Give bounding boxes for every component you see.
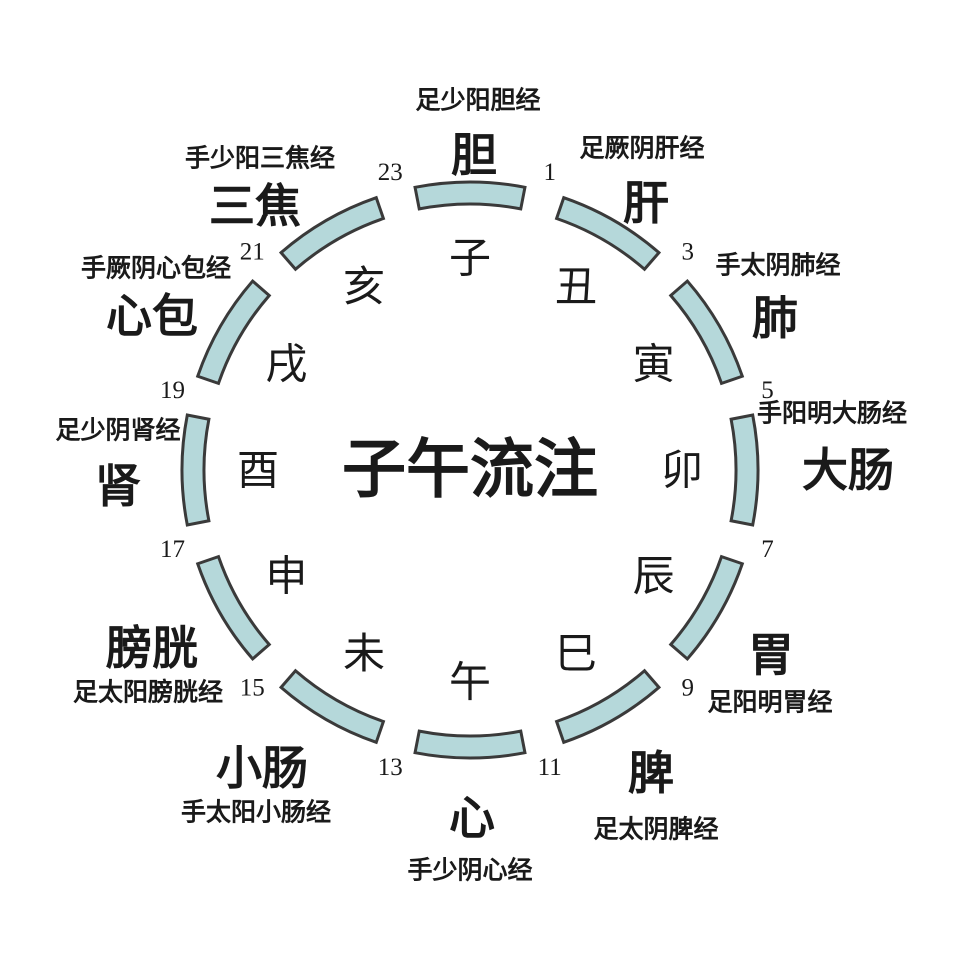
hour-number: 7 xyxy=(761,536,774,563)
organ-label: 胆 xyxy=(451,128,497,182)
earthly-branch-label: 申 xyxy=(265,552,307,601)
hour-number: 13 xyxy=(378,754,403,781)
time-arc xyxy=(413,180,527,211)
hour-number: 1 xyxy=(543,159,556,186)
earthly-branch-label: 寅 xyxy=(633,340,675,389)
time-arc xyxy=(278,195,386,272)
organ-label: 心包 xyxy=(106,289,198,343)
time-arc xyxy=(668,278,745,386)
clock-arcs xyxy=(180,180,760,760)
organ-label: 心 xyxy=(449,791,495,845)
meridian-label: 足少阳胆经 xyxy=(415,86,540,115)
time-arc xyxy=(413,729,527,760)
earthly-branch-label: 未 xyxy=(343,629,385,678)
organ-label: 膀胱 xyxy=(106,621,198,675)
organ-label: 肾 xyxy=(95,459,141,513)
hour-number: 9 xyxy=(682,674,695,701)
earthly-branch-label: 巳 xyxy=(555,629,597,678)
time-arc xyxy=(668,554,745,662)
organ-label: 脾 xyxy=(628,746,674,800)
meridian-label: 足少阴肾经 xyxy=(55,416,180,445)
hour-number: 19 xyxy=(160,377,185,404)
time-arc xyxy=(729,413,760,527)
hour-number: 15 xyxy=(240,674,265,701)
meridian-label: 手太阴肺经 xyxy=(715,251,840,280)
time-arc xyxy=(554,668,662,745)
organ-label: 胃 xyxy=(748,628,794,682)
earthly-branch-label: 亥 xyxy=(343,262,385,311)
center-title: 子午流注 xyxy=(342,433,598,508)
hour-number: 21 xyxy=(240,239,265,266)
organ-label: 三焦 xyxy=(209,179,301,233)
earthly-branch-label: 午 xyxy=(449,658,491,707)
hour-number: 5 xyxy=(761,377,774,404)
meridian-label: 手少阴心经 xyxy=(407,856,532,885)
earthly-branch-label: 卯 xyxy=(661,446,703,495)
time-arc xyxy=(180,413,211,527)
earthly-branch-label: 子 xyxy=(449,234,491,283)
meridian-label: 足太阴脾经 xyxy=(593,815,718,844)
hour-number: 3 xyxy=(682,239,695,266)
time-arc xyxy=(278,668,386,745)
meridian-label: 足厥阴肝经 xyxy=(579,134,704,163)
meridian-label: 足太阳膀胱经 xyxy=(73,678,223,707)
meridian-label: 足阳明胃经 xyxy=(707,688,832,717)
meridian-label: 手阳明大肠经 xyxy=(757,399,907,428)
meridian-label: 手厥阴心包经 xyxy=(81,254,231,283)
organ-label: 肝 xyxy=(623,176,669,230)
organ-label: 大肠 xyxy=(802,443,894,497)
organ-label: 肺 xyxy=(752,291,798,345)
hour-number: 17 xyxy=(160,536,185,563)
meridian-label: 手少阳三焦经 xyxy=(185,144,335,173)
earthly-branch-label: 辰 xyxy=(633,552,675,601)
time-arc xyxy=(554,195,662,272)
hour-number: 23 xyxy=(378,159,403,186)
time-arc xyxy=(195,554,272,662)
meridian-label: 手太阳小肠经 xyxy=(181,798,331,827)
earthly-branch-label: 戌 xyxy=(265,340,307,389)
time-arc xyxy=(195,278,272,386)
earthly-branch-label: 酉 xyxy=(237,446,279,495)
earthly-branch-label: 丑 xyxy=(555,262,597,311)
hour-number: 11 xyxy=(538,754,562,781)
organ-label: 小肠 xyxy=(216,741,308,795)
